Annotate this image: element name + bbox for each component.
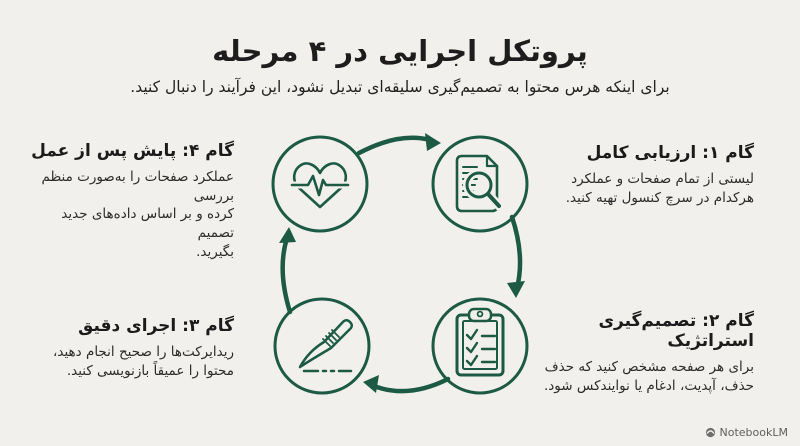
cycle-diagram	[271, 133, 529, 395]
step-3-heading: گام ۳: اجرای دقیق	[78, 316, 234, 336]
step-3-description: ریدایرکت‌ها را صحیح انجام دهید، محتوا را…	[53, 344, 234, 379]
step-2-block: گام ۲: تصمیم‌گیری استراتژیک برای هر صفحه…	[542, 311, 754, 395]
brand-label: NotebookLM	[719, 426, 788, 439]
step-3-block: گام ۳: اجرای دقیق ریدایرکت‌ها را صحیح ان…	[22, 316, 234, 380]
heart-pulse-icon	[271, 135, 369, 233]
step-4-heading: گام ۴: پایش پس از عمل	[31, 141, 234, 161]
document-search-icon	[431, 135, 529, 233]
scalpel-icon	[273, 297, 371, 395]
clipboard-checklist-icon	[431, 297, 529, 395]
arrow-to-step1	[356, 133, 441, 156]
page-subtitle: برای اینکه هرس محتوا به تصمیم‌گیری سلیقه…	[130, 77, 670, 96]
brand-footer: NotebookLM	[705, 426, 788, 439]
page-title: پروتکل اجرایی در ۴ مرحله	[212, 34, 588, 68]
step-1-block: گام ۱: ارزیابی کامل لیستی از تمام صفحات …	[542, 143, 754, 207]
arrow-to-step4	[279, 227, 296, 315]
step-4-block: گام ۴: پایش پس از عمل عملکرد صفحات را به…	[22, 141, 234, 261]
header: پروتکل اجرایی در ۴ مرحله برای اینکه هرس …	[0, 34, 800, 96]
arrow-to-step3	[363, 375, 451, 394]
notebooklm-logo-icon	[705, 427, 715, 438]
arrow-to-step2	[507, 214, 525, 298]
step-2-heading: گام ۲: تصمیم‌گیری استراتژیک	[598, 311, 754, 351]
step-1-description: لیستی از تمام صفحات و عملکرد هرکدام در س…	[565, 171, 754, 206]
step-2-description: برای هر صفحه مشخص کنید که حذف حذف، آپدیت…	[544, 359, 754, 394]
step-4-description: عملکرد صفحات را به‌صورت منظم بررسی کرده …	[41, 169, 234, 260]
step-1-heading: گام ۱: ارزیابی کامل	[586, 143, 754, 163]
